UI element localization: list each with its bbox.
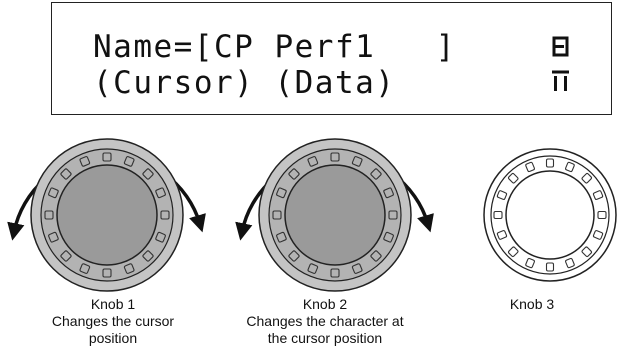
knob-grip-bump: [102, 268, 112, 278]
lcd-line-1: Name=[CP Perf1 ]: [93, 29, 456, 65]
knob-1-title: Knob 1: [90, 296, 136, 312]
knob-grip-bump: [507, 172, 519, 184]
knob-2-grip: [272, 152, 398, 278]
knob-3-title: Knob 3: [509, 296, 555, 312]
knob-1-caption: Knob 1 Changes the cursor position: [18, 296, 208, 347]
knob-grip-bump: [496, 230, 508, 240]
knob-diagram: [7, 138, 617, 292]
knob-grip-bump: [79, 156, 91, 167]
knob-grip-bump: [160, 210, 170, 220]
knob-grip-bump: [60, 250, 72, 262]
knob-grip-bump: [545, 262, 555, 272]
knob-1-description-line-1: Changes the cursor: [51, 313, 175, 329]
knob-grip-bump: [383, 231, 394, 243]
knob-grip-bump: [142, 168, 154, 180]
knob-row-indicator-icon: [552, 70, 569, 91]
knob-grip-bump: [272, 210, 282, 220]
knob-grip-bump: [565, 257, 575, 269]
knob-grip-bump: [276, 187, 287, 199]
knob-grip-bump: [142, 250, 154, 262]
knob-grip-bump: [592, 230, 604, 240]
e-indicator-icon: [552, 36, 569, 57]
knob-grip-bump: [123, 263, 135, 274]
knob-grip-bump: [351, 156, 363, 167]
knob-grip-bump: [592, 190, 604, 200]
knob-grip-bump: [288, 250, 300, 262]
knob-grip-bump: [493, 210, 503, 220]
knob-grip-bump: [155, 231, 166, 243]
knob-grip-bump: [123, 156, 135, 167]
lcd-line-2: (Cursor) (Data): [93, 65, 396, 101]
knob-grip-bump: [581, 172, 593, 184]
knob-3[interactable]: [483, 148, 617, 282]
lcd-display: Name=[CP Perf1 ] (Cursor) (Data): [51, 2, 612, 115]
knob-grip-bump: [525, 161, 535, 173]
knob-grip-bump: [383, 187, 394, 199]
knob-grip-bump: [48, 187, 59, 199]
knob-grip-bump: [525, 257, 535, 269]
knob-2-title: Knob 2: [302, 296, 348, 312]
knob-grip-bump: [370, 250, 382, 262]
knob-2[interactable]: [258, 138, 412, 292]
knob-grip-bump: [388, 210, 398, 220]
knob-grip-bump: [155, 187, 166, 199]
knob-grip-bump: [351, 263, 363, 274]
knob-grip-bump: [581, 246, 593, 258]
knob-grip-bump: [48, 231, 59, 243]
knob-grip-bump: [60, 168, 72, 180]
knob-grip-bump: [102, 152, 112, 162]
knob-3-caption: Knob 3: [472, 296, 592, 313]
knob-grip-bump: [288, 168, 300, 180]
knob-grip-bump: [276, 231, 287, 243]
knob-grip-bump: [330, 268, 340, 278]
knob-grip-bump: [370, 168, 382, 180]
knob-1[interactable]: [30, 138, 184, 292]
knob-2-caption: Knob 2 Changes the character at the curs…: [225, 296, 425, 347]
knob-grip-bump: [496, 190, 508, 200]
knob-1-grip: [44, 152, 170, 278]
knob-grip-bump: [597, 210, 607, 220]
knob-grip-bump: [545, 158, 555, 168]
knob-grip-bump: [565, 161, 575, 173]
knob-grip-bump: [507, 246, 519, 258]
knob-grip-bump: [44, 210, 54, 220]
knob-grip-bump: [79, 263, 91, 274]
knob-grip-bump: [307, 263, 319, 274]
knob-1-description-line-2: position: [88, 330, 138, 346]
knob-2-description-line-2: the cursor position: [267, 330, 383, 346]
knob-grip-bump: [330, 152, 340, 162]
knob-2-description-line-1: Changes the character at: [246, 313, 404, 329]
knob-3-grip: [493, 158, 607, 272]
knob-grip-bump: [307, 156, 319, 167]
